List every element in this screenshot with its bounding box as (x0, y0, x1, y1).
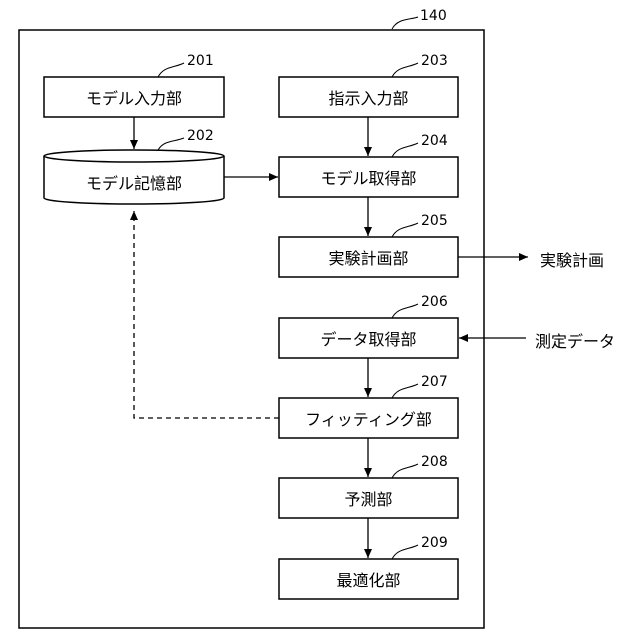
prediction-label: 予測部 (279, 478, 458, 518)
ref-205: 205 (421, 213, 448, 229)
data-acquire-label: データ取得部 (279, 318, 458, 358)
ref-203: 203 (421, 53, 448, 69)
instruction-label: 指示入力部 (279, 77, 458, 117)
ref-207: 207 (421, 374, 448, 390)
ref-206: 206 (421, 294, 448, 310)
optimize-label: 最適化部 (279, 559, 458, 599)
measurement-data-input-label: 測定データ (535, 328, 615, 352)
ref-140: 140 (420, 8, 447, 24)
fitting-label: フィッティング部 (279, 398, 458, 438)
ref-202: 202 (187, 128, 214, 144)
ref-208: 208 (421, 454, 448, 470)
model-store-label: モデル記憶部 (44, 162, 224, 202)
exp-plan-label: 実験計画部 (279, 237, 458, 277)
experiment-plan-output-label: 実験計画 (540, 247, 604, 271)
ref-201: 201 (187, 53, 214, 69)
model-acquire-label: モデル取得部 (279, 157, 458, 197)
ref-204: 204 (421, 133, 448, 149)
model-input-label: モデル入力部 (44, 77, 224, 117)
ref-209: 209 (421, 535, 448, 551)
